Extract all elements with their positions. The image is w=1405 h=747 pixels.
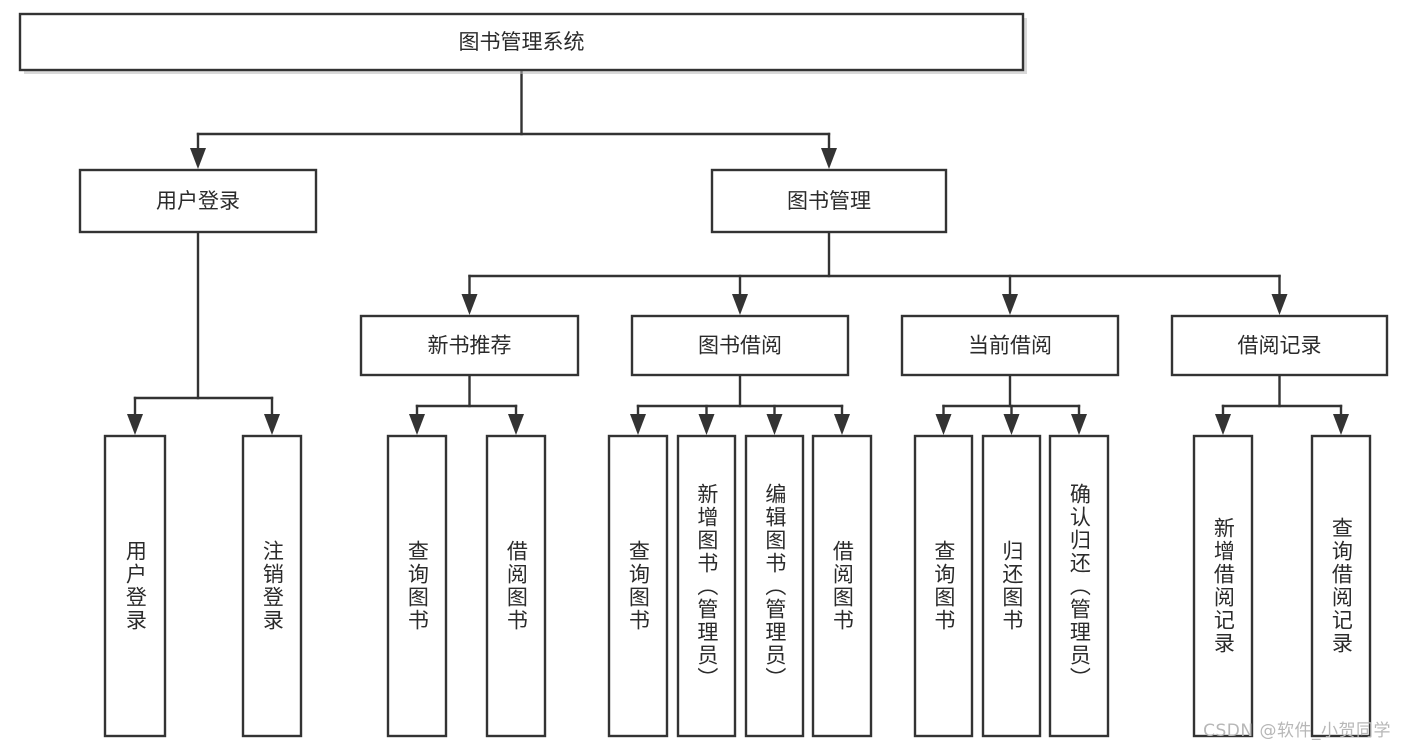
arrow-head-icon	[732, 294, 748, 315]
node-box-leaf-11[interactable]	[1048, 434, 1110, 738]
node-box-borrow[interactable]	[630, 314, 850, 377]
arrow-head-icon	[1003, 414, 1020, 435]
node-box-leaf-2[interactable]	[241, 434, 303, 738]
node-box-newbook[interactable]	[359, 314, 580, 377]
node-box-login[interactable]	[78, 168, 318, 234]
arrow-head-icon	[264, 414, 280, 435]
node-label-borrow: 图书借阅	[698, 334, 782, 358]
arrow-head-icon	[461, 294, 478, 315]
node-box-leaf-13[interactable]	[1310, 434, 1372, 738]
node-box-leaf-1[interactable]	[103, 434, 167, 738]
node-box-leaf-7[interactable]	[744, 434, 805, 738]
node-box-leaf-8[interactable]	[811, 434, 873, 738]
arrow-head-icon	[935, 414, 952, 435]
arrow-head-icon	[1333, 414, 1349, 435]
node-box-current[interactable]	[900, 314, 1120, 377]
node-box-leaf-6[interactable]	[676, 434, 737, 738]
arrow-head-icon	[630, 414, 646, 435]
node-label-newbook: 新书推荐	[428, 334, 512, 358]
node-box-leaf-3[interactable]	[386, 434, 448, 738]
node-box-root[interactable]	[18, 12, 1025, 72]
node-label-root: 图书管理系统	[459, 30, 585, 54]
connector-lines-layer	[127, 68, 1349, 435]
node-label-current: 当前借阅	[968, 334, 1052, 358]
node-label-bookmgmt: 图书管理	[787, 189, 871, 213]
arrow-head-icon	[1215, 414, 1231, 435]
node-box-leaf-4[interactable]	[485, 434, 547, 738]
arrow-head-icon	[821, 148, 837, 169]
node-box-leaf-9[interactable]	[913, 434, 974, 738]
node-box-records[interactable]	[1170, 314, 1389, 377]
arrow-head-icon	[698, 414, 715, 435]
node-box-leaf-12[interactable]	[1192, 434, 1254, 738]
arrow-head-icon	[834, 414, 850, 435]
arrow-head-icon	[1002, 294, 1018, 315]
arrow-head-icon	[508, 414, 524, 435]
arrow-head-icon	[190, 148, 206, 169]
arrow-head-icon	[1071, 414, 1087, 435]
node-box-leaf-5[interactable]	[607, 434, 669, 738]
arrow-head-icon	[127, 414, 143, 435]
node-label-records: 借阅记录	[1238, 334, 1322, 358]
arrow-head-icon	[409, 414, 425, 435]
node-boxes-layer	[18, 12, 1389, 738]
arrow-head-icon	[766, 414, 783, 435]
node-label-login: 用户登录	[156, 189, 240, 213]
node-box-bookmgmt[interactable]	[710, 168, 948, 234]
csdn-watermark: CSDN @软件_小贺同学	[1203, 721, 1391, 741]
arrow-head-icon	[1271, 294, 1288, 315]
node-box-leaf-10[interactable]	[981, 434, 1042, 738]
